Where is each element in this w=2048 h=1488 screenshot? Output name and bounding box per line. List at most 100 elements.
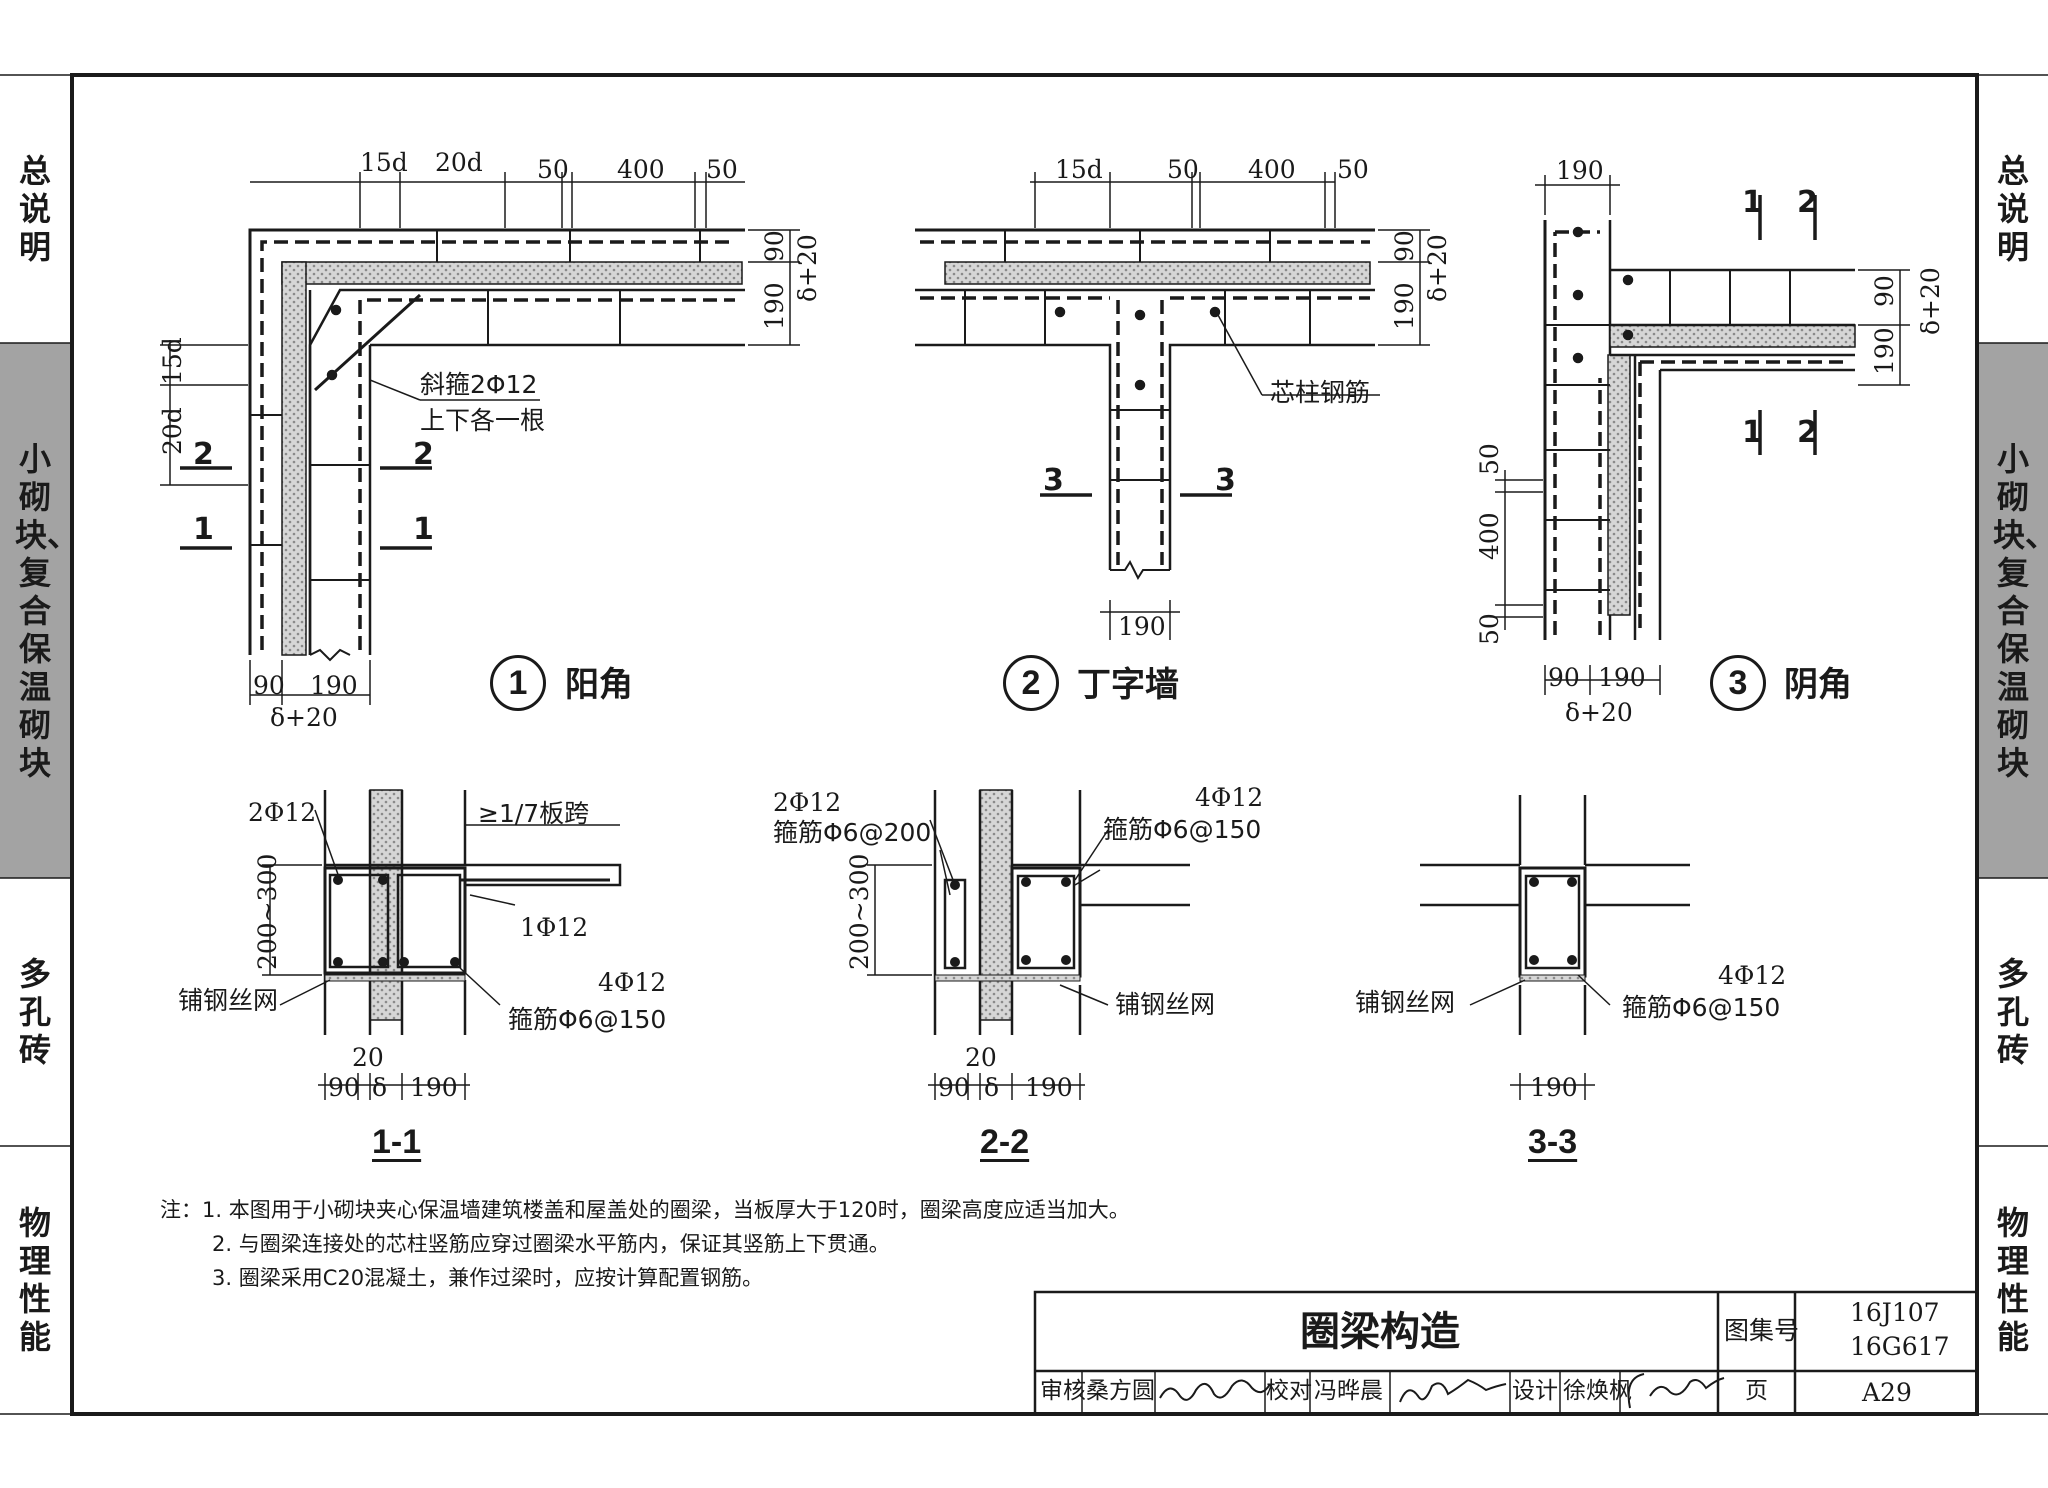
detail-1-plan xyxy=(160,172,800,705)
atlas-number-2: 16G617 xyxy=(1850,1332,1950,1361)
d1-dim-top-50b: 50 xyxy=(706,155,738,184)
s22-dim-20: 20 xyxy=(965,1043,997,1072)
notes: 注：1. 本图用于小砌块夹心保温墙建筑楼盖和屋盖处的圈梁，当板厚大于120时，圈… xyxy=(160,1193,1130,1295)
note-1: 注：1. 本图用于小砌块夹心保温墙建筑楼盖和屋盖处的圈梁，当板厚大于120时，圈… xyxy=(160,1198,1130,1222)
d1-dim-top-50a: 50 xyxy=(537,155,569,184)
d2-cut-3-right: 3 xyxy=(1215,463,1236,498)
side-tab-small-block: 小砌块、复合保温砌块 xyxy=(0,343,80,878)
d1-dim-right-190: 190 xyxy=(760,282,789,330)
d3-dim-left-400: 400 xyxy=(1475,512,1504,560)
d2-title: 丁字墙 xyxy=(1077,665,1179,705)
d2-number: 2 xyxy=(1003,655,1059,711)
d1-number: 1 xyxy=(490,655,546,711)
detail-3-plan xyxy=(1495,175,1910,695)
d3-cut-2-top: 2 xyxy=(1797,185,1818,220)
detail-2-plan xyxy=(915,172,1430,640)
s11-dim-190: 190 xyxy=(410,1073,458,1102)
side-tab-label: 小砌块、复合保温砌块 xyxy=(1993,439,2048,782)
signature-checker xyxy=(1399,1378,1507,1403)
s11-stirrup: 箍筋Φ6@150 xyxy=(508,1005,667,1034)
section-3-3 xyxy=(1420,795,1690,1100)
d1-dim-right-90: 90 xyxy=(760,230,789,262)
d1-cut-1-right: 1 xyxy=(413,512,434,547)
d2-cut-3-left: 3 xyxy=(1043,463,1064,498)
s11-wire-mesh: 铺钢丝网 xyxy=(178,986,279,1015)
d3-number: 3 xyxy=(1710,655,1766,711)
designer-name: 徐焕枫 xyxy=(1563,1378,1632,1404)
s22-wire-mesh: 铺钢丝网 xyxy=(1115,990,1216,1019)
design-label: 设计 xyxy=(1512,1378,1558,1404)
s33-4phi12: 4Φ12 xyxy=(1718,961,1787,990)
d1-dim-right-delta: δ+20 xyxy=(793,234,822,302)
d2-callout: 芯柱钢筋 xyxy=(1270,378,1371,407)
d1-dim-top-400: 400 xyxy=(617,155,665,184)
d2-dim-top-15d: 15d xyxy=(1055,155,1103,184)
d1-dim-bottom-190: 190 xyxy=(310,671,358,700)
d1-dim-top-20d: 20d xyxy=(435,148,483,177)
d1-callout-line2: 上下各一根 xyxy=(420,406,546,435)
review-label: 审核 xyxy=(1040,1378,1086,1404)
side-tab-perforated-brick: 多孔砖 xyxy=(0,878,70,1146)
s22-dim-90: 90 xyxy=(938,1073,970,1102)
d3-dim-left-50a: 50 xyxy=(1475,443,1504,475)
side-tab-perforated-brick-right: 多孔砖 xyxy=(1978,878,2048,1146)
s11-slab-span: ≥1/7板跨 xyxy=(478,799,590,828)
section-1-1 xyxy=(262,789,622,1100)
d3-dim-left-50b: 50 xyxy=(1475,613,1504,645)
d3-cut-1-bottom: 1 xyxy=(1742,415,1763,450)
d3-dim-right-90: 90 xyxy=(1870,275,1899,307)
s11-4phi12: 4Φ12 xyxy=(598,968,667,997)
d1-dim-bottom-90: 90 xyxy=(253,671,285,700)
d2-dim-right-delta: δ+20 xyxy=(1423,234,1452,302)
d3-dim-right-delta: δ+20 xyxy=(1916,267,1945,335)
reviewer-name: 桑方圆 xyxy=(1086,1378,1155,1404)
d3-dim-right-190: 190 xyxy=(1870,327,1899,375)
s11-dim-20: 20 xyxy=(352,1043,384,1072)
drawing-title: 圈梁构造 xyxy=(1300,1309,1460,1355)
d1-cut-2-right: 2 xyxy=(413,437,434,472)
d3-cut-1-top: 1 xyxy=(1742,185,1763,220)
s11-dim-90: 90 xyxy=(328,1073,360,1102)
side-tab-label: 总说明 xyxy=(18,152,51,266)
s22-title: 2-2 xyxy=(980,1123,1030,1161)
side-tab-label: 多孔砖 xyxy=(1996,955,2029,1069)
title-block xyxy=(1033,1290,1979,1416)
signature-reviewer xyxy=(1159,1379,1271,1401)
s11-height: 200~300 xyxy=(253,853,282,970)
s33-stirrup: 箍筋Φ6@150 xyxy=(1622,993,1781,1022)
s11-dim-delta: δ xyxy=(372,1073,388,1102)
d1-callout-line1: 斜箍2Φ12 xyxy=(420,370,538,399)
s22-height: 200~300 xyxy=(845,853,874,970)
side-tab-label: 总说明 xyxy=(1996,152,2029,266)
d2-dim-right-90: 90 xyxy=(1390,230,1419,262)
side-tab-label: 多孔砖 xyxy=(18,955,51,1069)
d1-dim-left-15d: 15d xyxy=(158,337,187,385)
d2-dim-bottom-190: 190 xyxy=(1118,612,1166,641)
s11-1phi12: 1Φ12 xyxy=(520,913,589,942)
note-3: 3. 圈梁采用C20混凝土，兼作过梁时，应按计算配置钢筋。 xyxy=(212,1266,764,1290)
s11-2phi12: 2Φ12 xyxy=(248,798,317,827)
side-tab-small-block-right: 小砌块、复合保温砌块 xyxy=(1978,343,2048,878)
s22-stirrup-150: 箍筋Φ6@150 xyxy=(1103,815,1262,844)
d2-dim-right-190: 190 xyxy=(1390,282,1419,330)
s33-dim-190: 190 xyxy=(1530,1073,1578,1102)
side-tab-general-right: 总说明 xyxy=(1978,75,2048,343)
d3-dim-top-190: 190 xyxy=(1556,156,1604,185)
d3-dim-bottom-90: 90 xyxy=(1548,663,1580,692)
side-tab-label: 物理性能 xyxy=(1996,1204,2029,1356)
d2-dim-top-50a: 50 xyxy=(1167,155,1199,184)
checker-name: 冯晔晨 xyxy=(1314,1378,1383,1404)
d3-dim-bottom-delta: δ+20 xyxy=(1565,698,1633,727)
s22-stirrup-200: 箍筋Φ6@200 xyxy=(773,818,932,847)
d1-dim-top-15d: 15d xyxy=(360,148,408,177)
section-2-2 xyxy=(867,789,1190,1100)
side-tab-label: 小砌块、复合保温砌块 xyxy=(15,439,80,782)
check-label: 校对 xyxy=(1266,1378,1312,1404)
page-label: 页 xyxy=(1745,1378,1768,1404)
d3-cut-2-bottom: 2 xyxy=(1797,415,1818,450)
d1-dim-bottom-delta: δ+20 xyxy=(270,703,338,732)
side-tab-physical-right: 物理性能 xyxy=(1978,1146,2048,1414)
atlas-label: 图集号 xyxy=(1724,1316,1800,1345)
d3-title: 阴角 xyxy=(1784,665,1852,705)
